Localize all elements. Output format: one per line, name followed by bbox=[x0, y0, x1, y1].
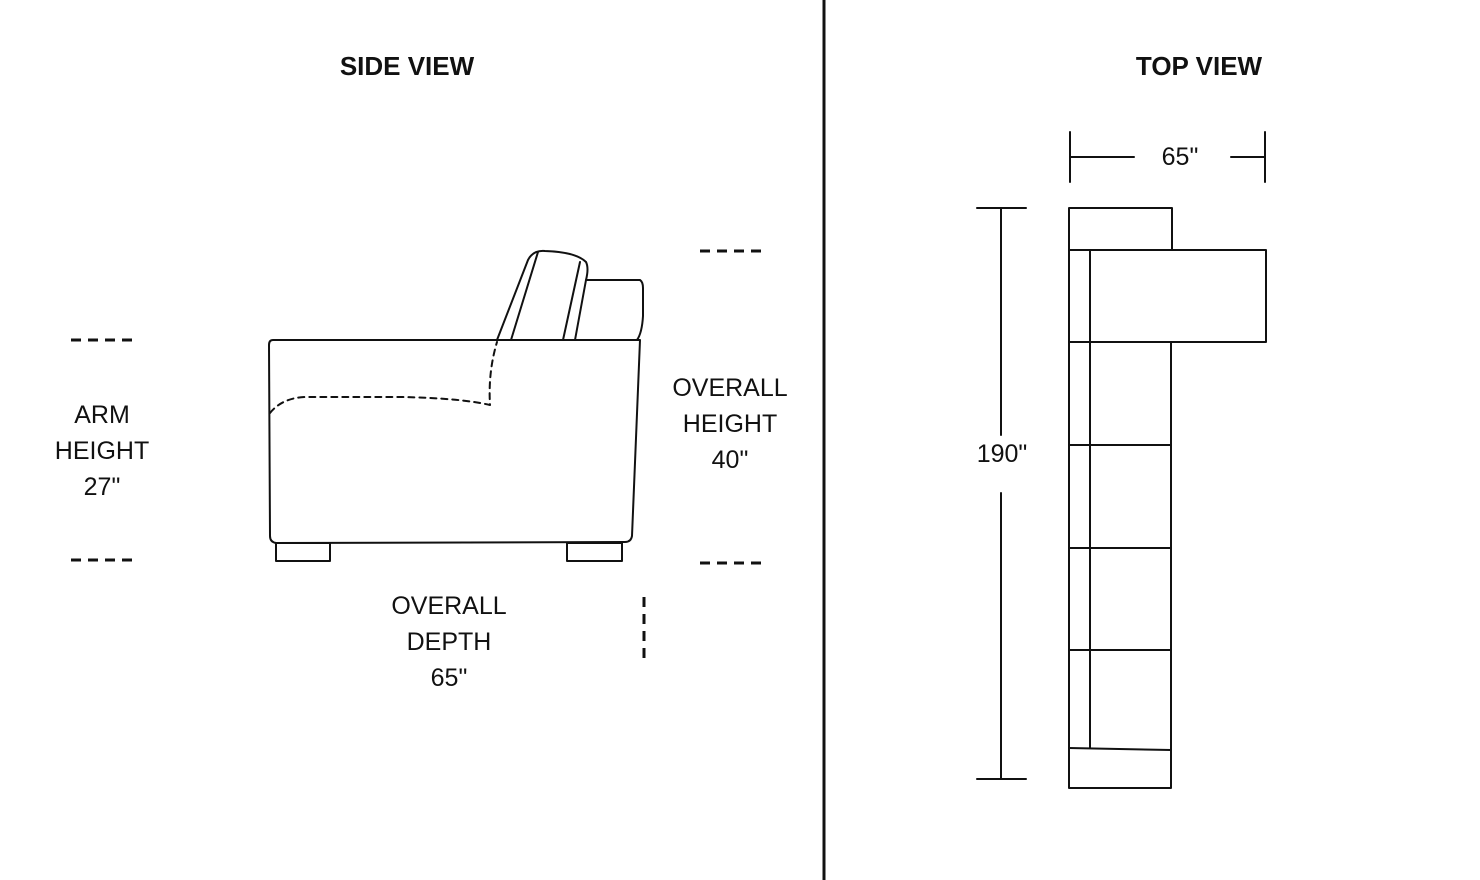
side-view-title: SIDE VIEW bbox=[340, 51, 475, 81]
overall-depth-value: 65" bbox=[431, 664, 468, 692]
sofa-back-cushion bbox=[496, 249, 589, 341]
sofa-seat-hidden-line bbox=[269, 341, 498, 414]
sofa-back-leg bbox=[566, 542, 623, 562]
sofa-backrest-frame bbox=[585, 279, 644, 341]
overall-height-label-line1: OVERALL bbox=[672, 374, 787, 402]
arm-height-label-line2: HEIGHT bbox=[55, 437, 149, 465]
top-length-value: 190" bbox=[977, 440, 1028, 468]
overall-depth-label-line2: DEPTH bbox=[407, 628, 492, 656]
top-length-dimension-line bbox=[976, 207, 1027, 780]
overall-height-value: 40" bbox=[712, 446, 749, 474]
arm-height-value: 27" bbox=[84, 473, 121, 501]
top-width-dimension-line bbox=[1069, 131, 1266, 183]
top-width-value: 65" bbox=[1162, 143, 1199, 171]
top-view-title: TOP VIEW bbox=[1136, 51, 1263, 81]
arm-height-label-line1: ARM bbox=[74, 401, 130, 429]
sofa-side-drawing bbox=[268, 249, 644, 562]
sofa-top-drawing bbox=[1068, 207, 1267, 789]
sofa-top-outline bbox=[1068, 207, 1267, 789]
sofa-top-bottom-arm-line bbox=[1068, 747, 1172, 751]
sofa-front-leg bbox=[275, 542, 331, 562]
overall-depth-label-line1: OVERALL bbox=[391, 592, 506, 620]
sofa-back-cushion-seam bbox=[510, 251, 581, 341]
sofa-side-body bbox=[268, 339, 641, 544]
overall-height-label-line2: HEIGHT bbox=[683, 410, 777, 438]
